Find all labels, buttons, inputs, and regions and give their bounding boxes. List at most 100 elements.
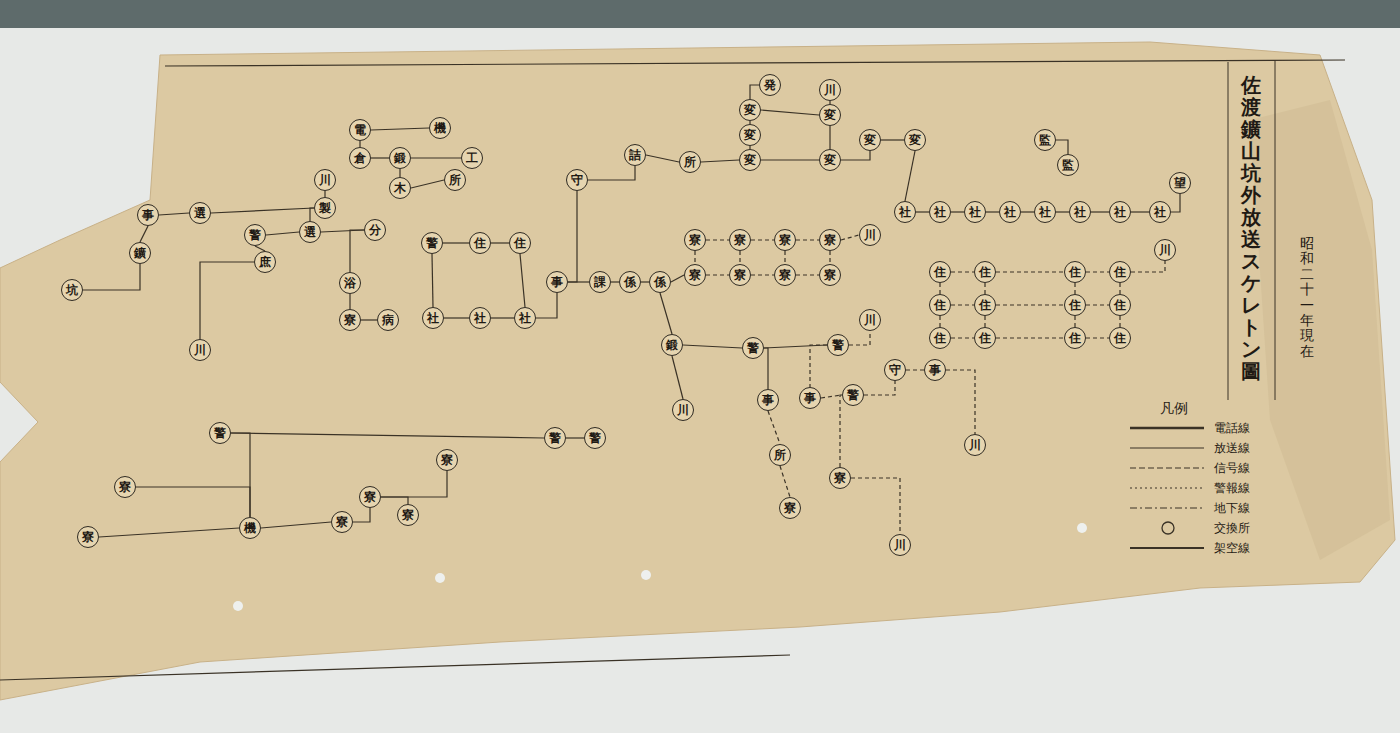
station-code: 社	[427, 312, 439, 324]
station-circle: 社	[469, 307, 491, 329]
wire-line	[1119, 316, 1120, 327]
station-code: 警	[426, 237, 438, 249]
station-circle: 寮	[77, 526, 99, 548]
wire-line	[211, 208, 314, 213]
paper-hole	[641, 570, 651, 580]
wire-line	[951, 271, 974, 272]
wire-line	[864, 381, 895, 395]
legend-text: 交換所	[1214, 520, 1250, 537]
station-code: 寮	[834, 472, 846, 484]
station-circle: 変	[819, 104, 841, 126]
wire-line	[796, 239, 819, 240]
station-code: 詰	[629, 149, 641, 161]
legend-line	[1130, 507, 1204, 508]
wire-line	[996, 271, 1064, 272]
station-code: 警	[589, 432, 601, 444]
station-circle: 住	[1109, 327, 1131, 349]
station-circle: 変	[859, 129, 881, 151]
torn-paper	[0, 42, 1395, 700]
wire-line	[984, 283, 985, 294]
wire-line	[905, 151, 915, 201]
station-code: 社	[934, 206, 946, 218]
station-code: 住	[1114, 299, 1126, 311]
wire-line	[810, 345, 827, 387]
legend-text: 電話線	[1214, 420, 1250, 437]
station-code: 寮	[441, 454, 453, 466]
station-code: 鍛	[666, 339, 678, 351]
wire-line	[881, 139, 904, 140]
station-code: 川	[1159, 244, 1171, 256]
station-code: 住	[979, 332, 991, 344]
station-code: 鍛	[394, 152, 406, 164]
station-circle: 警	[244, 224, 266, 246]
station-circle: 寮	[819, 229, 841, 251]
station-circle: 望	[1169, 172, 1191, 194]
station-code: 警	[549, 432, 561, 444]
station-circle: 住	[509, 232, 531, 254]
station-circle: 事	[757, 389, 779, 411]
station-circle: 住	[974, 327, 996, 349]
station-code: 社	[1004, 206, 1016, 218]
station-circle: 川	[1154, 239, 1176, 261]
wire-line	[706, 274, 729, 275]
station-code: 社	[474, 312, 486, 324]
station-code: 社	[1154, 206, 1166, 218]
wire-line	[611, 281, 619, 282]
legend-text: 警報線	[1214, 480, 1250, 497]
wire-line	[1119, 283, 1120, 294]
wire-line	[381, 497, 408, 504]
station-code: 社	[1074, 206, 1086, 218]
station-code: 監	[1062, 159, 1074, 171]
wire-line	[568, 191, 577, 282]
station-code: 坑	[66, 284, 78, 296]
station-circle: 倉	[349, 147, 371, 169]
station-circle: 川	[819, 79, 841, 101]
station-code: 所	[449, 174, 461, 186]
station-code: 選	[194, 207, 206, 219]
station-circle: 分	[364, 219, 386, 241]
station-code: 寮	[734, 234, 746, 246]
station-code: 分	[369, 224, 381, 236]
station-circle: 鍛	[661, 334, 683, 356]
station-circle: 社	[1034, 201, 1056, 223]
wire-line	[1131, 211, 1149, 212]
station-code: 事	[762, 394, 774, 406]
legend-sample	[1128, 420, 1208, 436]
paper-hole	[435, 573, 445, 583]
station-code: 川	[864, 229, 876, 241]
station-code: 変	[864, 134, 876, 146]
station-circle: 鑛	[129, 242, 151, 264]
station-circle: 社	[514, 307, 536, 329]
wire-line	[350, 230, 364, 272]
station-code: 寮	[402, 509, 414, 521]
station-code: 事	[804, 392, 816, 404]
wire-line	[491, 242, 509, 243]
station-code: 変	[744, 129, 756, 141]
wire-line	[99, 528, 239, 537]
legend-sample	[1128, 480, 1208, 496]
paper-hole	[233, 601, 243, 611]
wire-line	[996, 304, 1064, 305]
station-code: 住	[934, 332, 946, 344]
station-circle: 住	[974, 294, 996, 316]
station-code: 寮	[779, 269, 791, 281]
station-circle: 警	[209, 422, 231, 444]
station-code: 住	[1069, 332, 1081, 344]
wire-line	[1056, 140, 1068, 154]
station-circle: 所	[444, 169, 466, 191]
station-circle: 係	[649, 271, 671, 293]
station-code: 住	[474, 237, 486, 249]
paper-stain	[1250, 100, 1390, 560]
wire-line	[371, 128, 429, 130]
station-circle: 選	[299, 221, 321, 243]
wire-line	[566, 437, 584, 438]
wire-line	[951, 211, 964, 212]
station-circle: 製	[314, 197, 336, 219]
station-code: 住	[979, 266, 991, 278]
station-circle: 電	[349, 119, 371, 141]
station-code: 寮	[734, 269, 746, 281]
station-code: 選	[304, 226, 316, 238]
station-code: 社	[899, 206, 911, 218]
wire-line	[381, 471, 447, 497]
